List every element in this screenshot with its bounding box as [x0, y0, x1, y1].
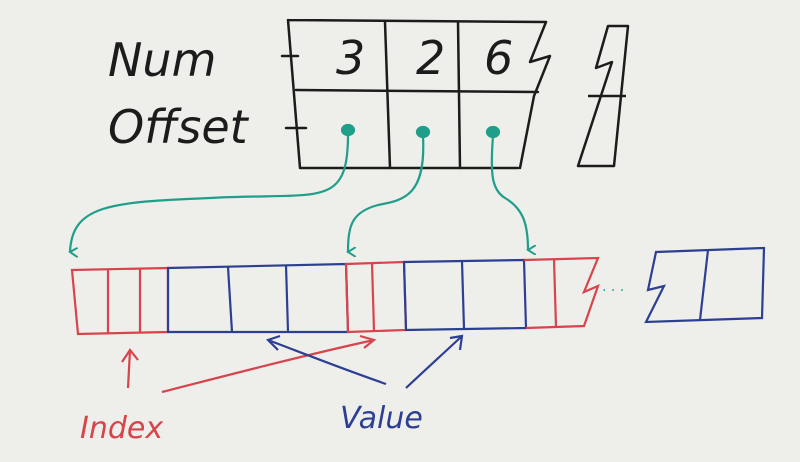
- value-block-2: [402, 258, 528, 332]
- offset-dot-2: [415, 125, 431, 139]
- table-col-divider-2: [456, 20, 462, 170]
- pointer-arrow-3: [490, 135, 528, 250]
- offset-pointers: [70, 123, 528, 252]
- table-col-divider-1: [383, 20, 392, 170]
- index-pointer-right: [161, 334, 377, 394]
- num-offset-table: [280, 18, 552, 170]
- num-cell-2: 2: [416, 31, 445, 85]
- offset-dot-3: [485, 125, 501, 139]
- index-block-2: [344, 260, 408, 334]
- table-row-divider: [294, 88, 540, 94]
- index-pointer-up: [121, 348, 139, 389]
- table-break-edge: [518, 20, 552, 170]
- pointer-arrow-1: [70, 133, 350, 252]
- table-outline: [286, 18, 548, 170]
- table-fragment: [576, 24, 630, 168]
- label-value: Value: [340, 401, 423, 436]
- value-block-1: [166, 262, 350, 334]
- value-pointer-left: [265, 334, 387, 386]
- label-index: Index: [80, 411, 163, 446]
- value-block-tail: [644, 246, 766, 324]
- num-cell-3: 6: [484, 31, 513, 85]
- label-num: Num: [108, 33, 216, 87]
- label-offset: Offset: [108, 100, 250, 154]
- ellipsis: · · ·: [602, 283, 624, 299]
- index-block-1: [70, 266, 170, 336]
- offset-dot-1: [340, 123, 356, 137]
- index-block-3: [523, 256, 600, 330]
- value-pointer-right: [405, 334, 464, 389]
- num-cell-1: 3: [336, 31, 365, 85]
- pointer-arrow-2: [348, 135, 425, 252]
